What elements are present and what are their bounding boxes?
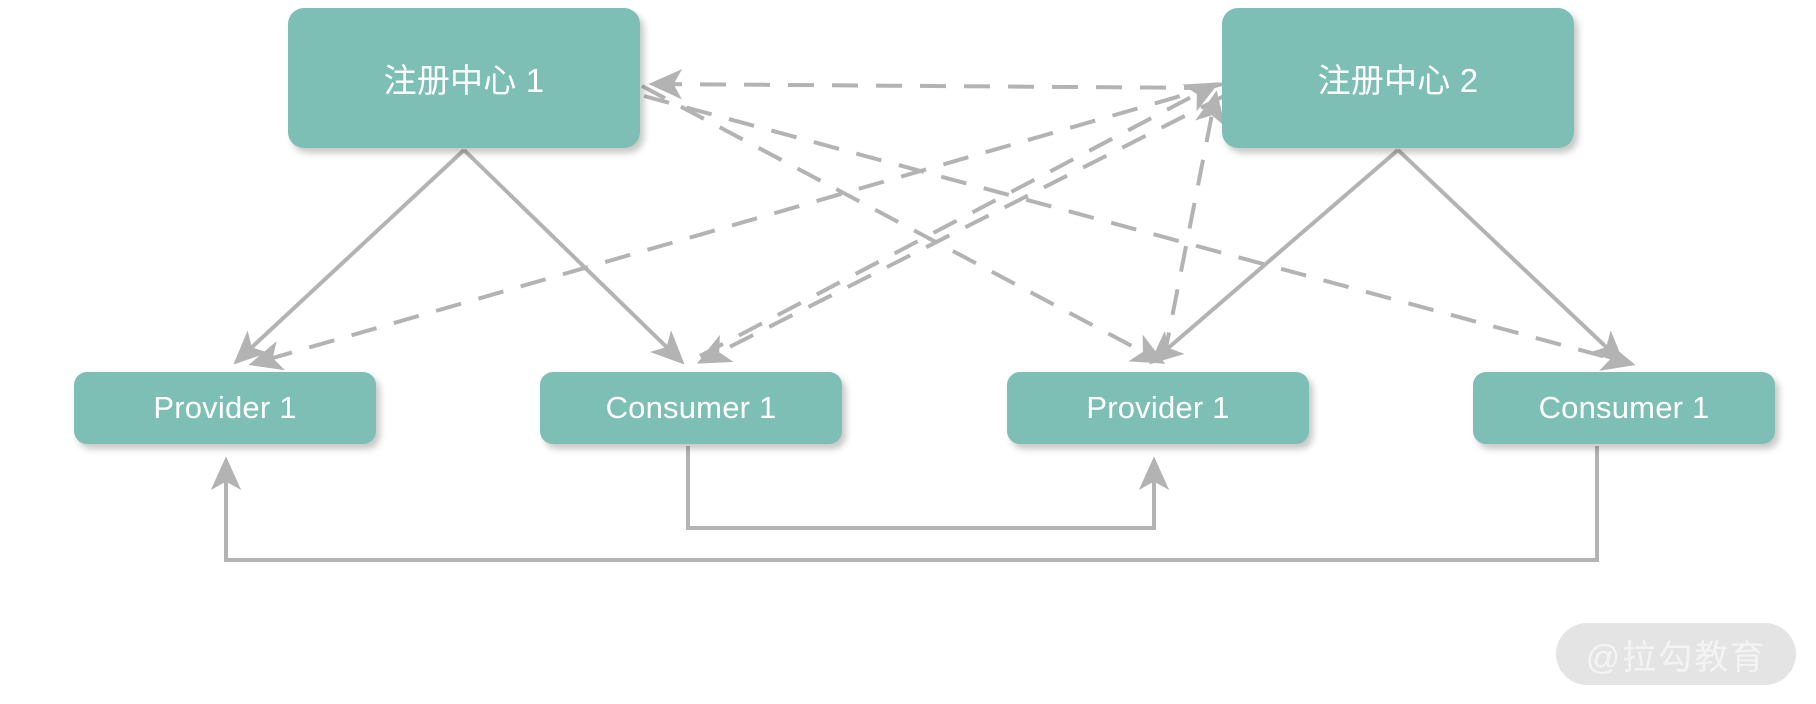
node-registry-1-label: 注册中心 1 — [383, 62, 545, 99]
node-provider-left[interactable]: Provider 1 — [74, 372, 376, 444]
watermark-label: @拉勾教育 — [1585, 638, 1767, 677]
node-consumer-left[interactable]: Consumer 1 — [540, 372, 842, 444]
node-registry-2-label: 注册中心 2 — [1317, 62, 1479, 99]
edge-registry1-to-provider-left — [233, 148, 466, 365]
edge-consumer-left-to-registry2 — [699, 82, 1220, 358]
edge-consumer-right-to-provider-left — [210, 446, 1599, 562]
watermark-badge: @拉勾教育 — [1556, 623, 1796, 685]
edge-registry1-to-consumer-left — [462, 148, 685, 365]
edge-registry2-to-consumer-left — [696, 94, 1225, 364]
node-consumer-left-label: Consumer 1 — [605, 390, 777, 425]
edge-consumer-left-to-provider-right — [686, 446, 1170, 530]
edge-registry2-to-consumer-right — [1396, 148, 1625, 365]
node-registry-1[interactable]: 注册中心 1 — [288, 8, 640, 148]
node-provider-left-label: Provider 1 — [153, 390, 297, 425]
node-registry-2[interactable]: 注册中心 2 — [1222, 8, 1574, 148]
edge-registry1-to-provider-right — [641, 84, 1166, 364]
node-consumer-right-label: Consumer 1 — [1538, 390, 1710, 425]
node-provider-right[interactable]: Provider 1 — [1007, 372, 1309, 444]
node-consumer-right[interactable]: Consumer 1 — [1473, 372, 1775, 444]
edge-registry2-to-provider-right — [1149, 148, 1400, 365]
edge-provider-left-to-registry2 — [1162, 90, 1226, 359]
edge-reverse-to-registry1 — [648, 69, 1211, 100]
node-provider-right-label: Provider 1 — [1086, 390, 1230, 425]
